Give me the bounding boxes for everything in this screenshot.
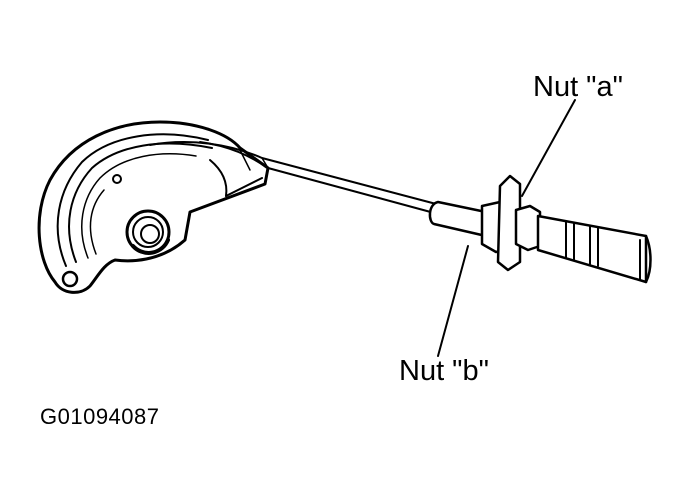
pin-hole bbox=[61, 270, 79, 288]
lock-washer bbox=[496, 174, 522, 272]
nut-a bbox=[514, 204, 542, 252]
nut-a-label: Nut "a" bbox=[533, 71, 623, 103]
nut-b-label: Nut "b" bbox=[399, 355, 489, 387]
figure-id: G01094087 bbox=[40, 404, 160, 429]
small-hole bbox=[112, 174, 122, 184]
lever-plate bbox=[37, 120, 270, 294]
leader-line-nut-b bbox=[437, 245, 469, 357]
leader-line-nut-a bbox=[521, 99, 576, 197]
cable-housing bbox=[428, 174, 652, 284]
pivot-hub bbox=[125, 209, 171, 255]
cable-wire bbox=[149, 141, 441, 215]
